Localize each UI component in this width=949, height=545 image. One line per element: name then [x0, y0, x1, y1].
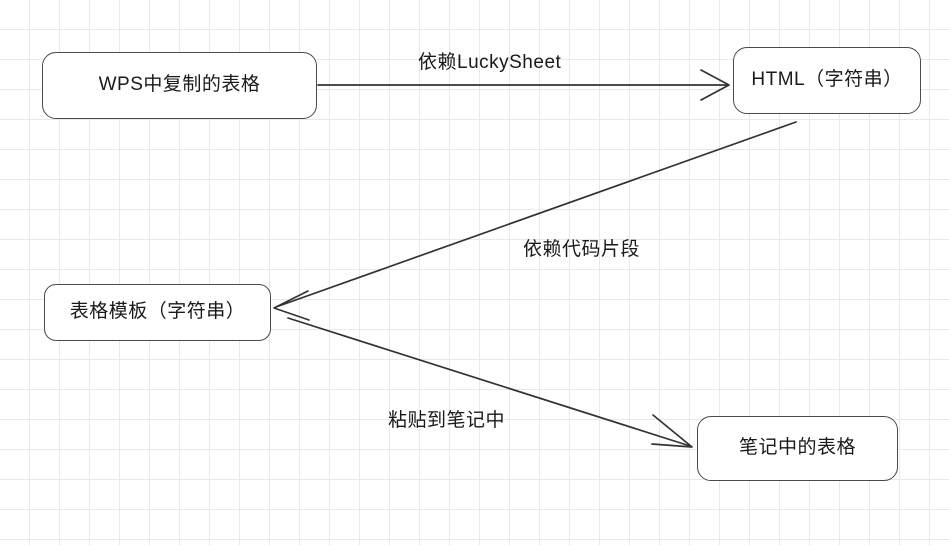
edge-label-code-snippet: 依赖代码片段: [523, 239, 641, 260]
edge-html-to-tpl: [273, 121, 797, 321]
node-label: HTML（字符串）: [751, 69, 903, 91]
node-label: 笔记中的表格: [738, 437, 856, 459]
node-label: 表格模板（字符串）: [69, 301, 246, 323]
edge-wps-to-html: [317, 69, 730, 101]
edge-label-lucky-sheet: 依赖LuckySheet: [418, 52, 562, 73]
edge-label-paste-to-note: 粘贴到笔记中: [388, 410, 506, 431]
node-label: WPS中复制的表格: [98, 74, 261, 96]
node-wps-copied-table[interactable]: WPS中复制的表格: [42, 52, 317, 119]
node-table-in-note[interactable]: 笔记中的表格: [697, 416, 898, 481]
node-table-template-string[interactable]: 表格模板（字符串）: [44, 284, 271, 341]
edge-tpl-to-note: [287, 317, 693, 448]
node-html-string[interactable]: HTML（字符串）: [733, 47, 921, 114]
